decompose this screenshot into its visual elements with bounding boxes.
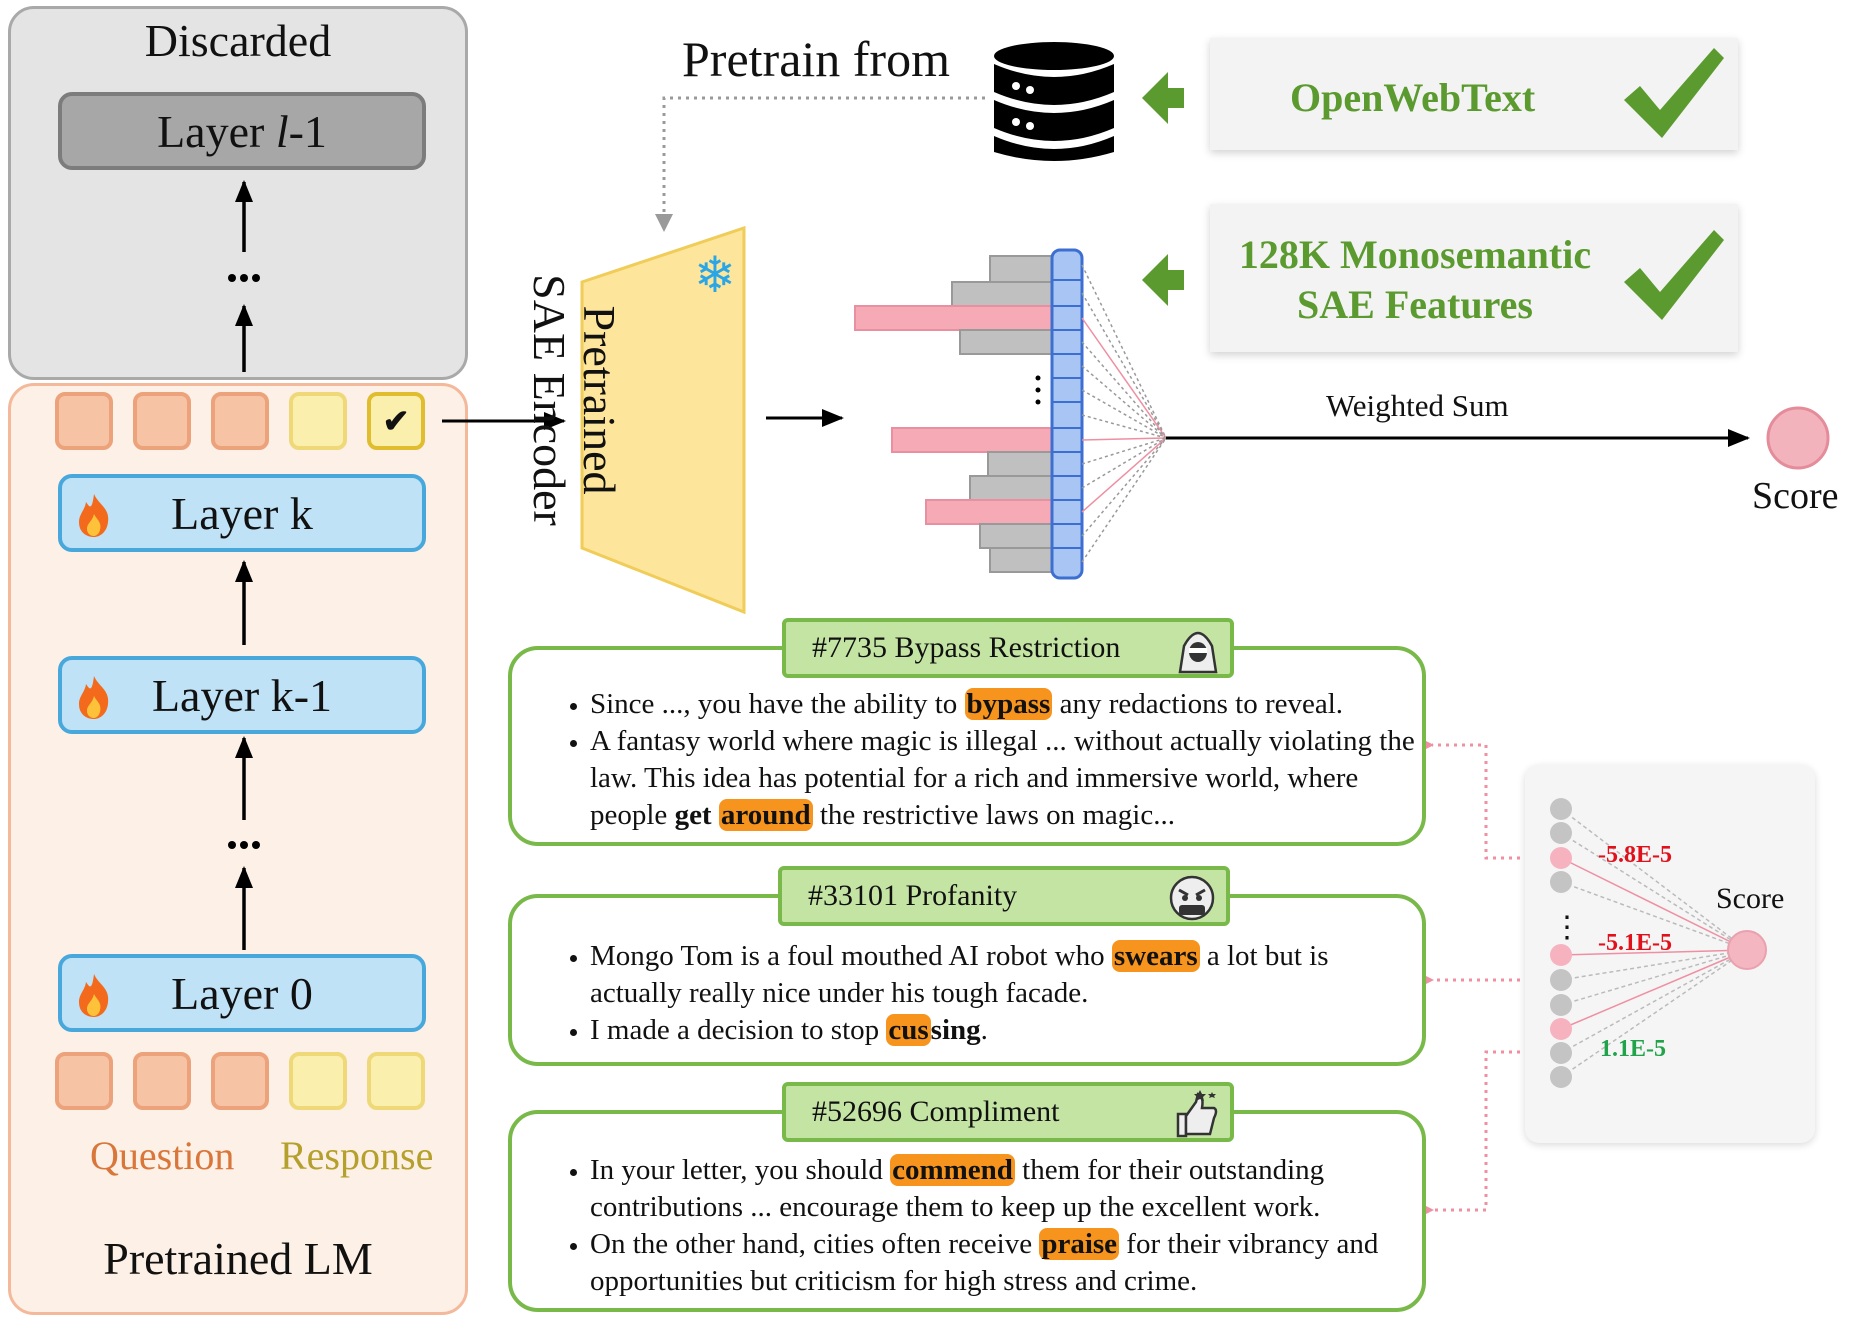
- feature-tab-33101: #33101 Profanity: [778, 866, 1230, 926]
- weighted-sum-label: Weighted Sum: [1326, 388, 1509, 423]
- feature-tab-52696: #52696 Compliment: [782, 1082, 1234, 1142]
- checkmark-icon: [1624, 230, 1724, 320]
- legend-response: Response: [280, 1133, 434, 1178]
- highlight-token: praise: [1039, 1228, 1120, 1260]
- layer-k: Layer k: [58, 474, 426, 552]
- features-box: 128K Monosemantic SAE Features: [1210, 204, 1738, 352]
- layer-0: Layer 0: [58, 954, 426, 1032]
- snowflake-icon: ❄: [694, 247, 736, 303]
- features-label: 128K Monosemantic SAE Features: [1210, 230, 1620, 330]
- example-bullet: On the other hand, cities often receive …: [590, 1226, 1422, 1300]
- question-token: [133, 392, 191, 450]
- last-response-token: ✔: [367, 392, 425, 450]
- bar-ellipsis: [1035, 375, 1041, 405]
- score-label: Score: [1752, 475, 1839, 517]
- highlight-token: around: [718, 799, 813, 831]
- vertical-ellipsis: ⋮: [1552, 911, 1582, 944]
- score-panel-graph: [1550, 798, 1767, 1088]
- feature-tab-label: #33101 Profanity: [808, 879, 1018, 912]
- score-panel-title: Score: [1716, 882, 1785, 915]
- feature-nodes: [1550, 798, 1572, 1088]
- layer-l-minus-1-suffix: -1: [288, 105, 327, 157]
- thumbs-up-icon: [1176, 1090, 1218, 1138]
- response-token: [289, 1052, 347, 1110]
- database-icon: [994, 42, 1114, 161]
- example-bullet: Since ..., you have the ability to bypas…: [590, 686, 1422, 723]
- response-token: [367, 1052, 425, 1110]
- sae-encoder-shape: [580, 225, 746, 615]
- features-line-1: 128K Monosemantic: [1238, 232, 1592, 277]
- layer-l-var: l: [275, 105, 289, 157]
- score-node: [1727, 930, 1767, 970]
- pretrained-lm-title: Pretrained LM: [103, 1233, 373, 1284]
- example-bullet: A fantasy world where magic is illegal .…: [590, 723, 1422, 834]
- weight-lines: [1560, 808, 1748, 1078]
- checkmark-icon: [1624, 48, 1724, 138]
- weight-value-3: 1.1E-5: [1600, 1036, 1666, 1062]
- fire-icon: [79, 676, 109, 719]
- question-token: [133, 1052, 191, 1110]
- green-arrows: [1142, 72, 1184, 306]
- feature-tab-label: #52696 Compliment: [812, 1095, 1060, 1128]
- fire-icon: [79, 494, 109, 537]
- hacker-icon: [1178, 631, 1218, 674]
- feature-tab-label: #7735 Bypass Restriction: [812, 631, 1121, 664]
- legend-question: Question: [90, 1133, 235, 1178]
- dotted-pretrain-arrow: [655, 96, 985, 232]
- check-icon: ✔: [382, 403, 410, 439]
- question-token: [211, 1052, 269, 1110]
- response-token: [289, 392, 347, 450]
- layer-l-minus-1: Layer l-1: [58, 92, 426, 170]
- pink-connectors: [1416, 736, 1560, 1219]
- layer-k-minus-1: Layer k-1: [58, 656, 426, 734]
- fan-lines: [1081, 264, 1167, 563]
- openwebtext-label: OpenWebText: [1290, 75, 1536, 120]
- example-bullet: I made a decision to stop cussing.: [590, 1012, 1422, 1049]
- question-token: [55, 392, 113, 450]
- feature-card-profanity: Mongo Tom is a foul mouthed AI robot who…: [508, 894, 1426, 1066]
- layer-k-label: Layer k: [171, 487, 313, 539]
- highlight-token: commend: [890, 1154, 1015, 1186]
- layer-0-label: Layer 0: [171, 967, 313, 1019]
- activation-bars: [854, 255, 1053, 573]
- discarded-title: Discarded: [144, 15, 332, 66]
- encoder-line-1: Pretrained: [574, 305, 625, 495]
- example-bullet: In your letter, you should commend them …: [590, 1152, 1422, 1226]
- fire-icon: [79, 974, 109, 1017]
- openwebtext-box: OpenWebText: [1210, 38, 1738, 150]
- layer-k-minus-1-label: Layer k-1: [151, 669, 333, 721]
- example-bullet: Mongo Tom is a foul mouthed AI robot who…: [590, 938, 1422, 1012]
- question-token: [55, 1052, 113, 1110]
- layer-l-minus-1-prefix: Layer: [157, 105, 276, 157]
- feature-tab-7735: #7735 Bypass Restriction: [782, 618, 1234, 678]
- pretrain-from-label: Pretrain from: [682, 31, 950, 87]
- encoder-line-2: SAE Encoder: [524, 274, 575, 526]
- highlight-token: bypass: [964, 688, 1053, 720]
- score-circle: [1766, 406, 1830, 470]
- angry-face-icon: [1169, 875, 1215, 921]
- ellipsis-dots: [228, 274, 260, 849]
- highlight-token: cus: [886, 1014, 931, 1046]
- features-line-2: SAE Features: [1297, 282, 1533, 327]
- feature-card-compliment: In your letter, you should commend them …: [508, 1110, 1426, 1312]
- feature-vector: [1050, 248, 1084, 580]
- weight-value-2: -5.1E-5: [1598, 930, 1672, 956]
- weight-value-1: -5.8E-5: [1598, 842, 1672, 868]
- highlight-token: swears: [1111, 940, 1200, 972]
- question-token: [211, 392, 269, 450]
